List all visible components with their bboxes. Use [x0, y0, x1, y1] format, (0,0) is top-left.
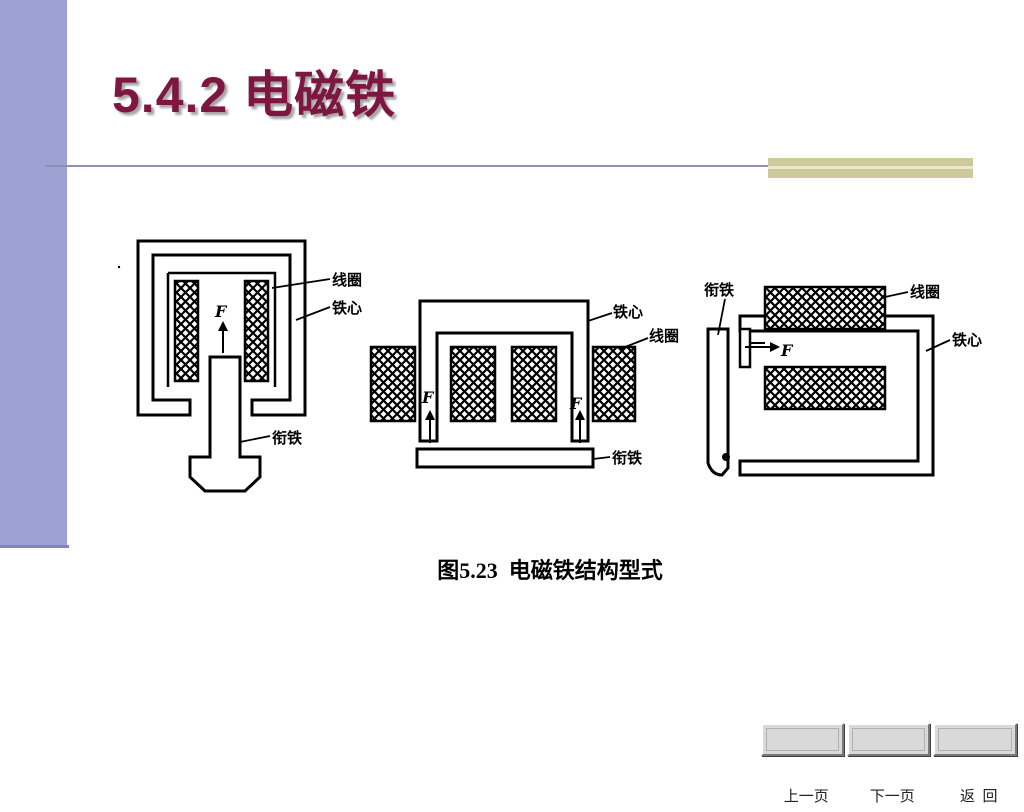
armature-shape	[706, 327, 730, 477]
coil-block	[369, 345, 417, 423]
armature-shape	[188, 355, 262, 493]
back-label: 返 回	[959, 789, 998, 805]
coil-block	[173, 279, 200, 383]
next-page-label: 下一页	[869, 789, 915, 805]
next-page-button[interactable]: 下一页	[847, 723, 930, 805]
left-sidebar-band	[0, 0, 67, 545]
figure-caption: 图5.23 电磁铁结构型式	[437, 558, 663, 583]
coil-block	[449, 345, 497, 423]
prev-page-button[interactable]: 上一页	[761, 723, 844, 805]
coil-block	[591, 345, 637, 423]
back-button[interactable]: 返 回	[933, 723, 1017, 805]
armature-label: 衔铁	[704, 281, 734, 299]
core-shape	[418, 299, 590, 443]
armature-label: 衔铁	[612, 449, 642, 467]
core-label: 铁心	[332, 299, 362, 317]
coil-block	[243, 279, 270, 383]
title-rule	[45, 165, 772, 167]
core-shape	[738, 314, 935, 477]
force-label: F	[780, 341, 794, 360]
slide-title: 5.4.2 电磁铁	[112, 67, 397, 123]
armature-shape	[415, 447, 595, 469]
prev-page-label: 上一页	[783, 789, 829, 805]
title-accent-line	[768, 166, 973, 169]
coil-label: 线圈	[910, 283, 940, 301]
core-label: 铁心	[952, 331, 982, 349]
core-shape	[136, 239, 307, 417]
coil-label: 线圈	[649, 327, 679, 345]
core-label: 铁心	[613, 303, 643, 321]
armature-label: 衔铁	[272, 429, 302, 447]
coil-label: 线圈	[332, 271, 362, 289]
diagram-double-limb-type: F F 铁心 线圈 衔铁	[369, 299, 679, 469]
diagram-plunger-type: F 线圈 铁心 衔铁	[117, 239, 362, 493]
force-label: F	[569, 394, 583, 413]
coil-block	[763, 285, 887, 331]
left-sidebar-edge	[0, 545, 69, 548]
force-label: F	[421, 388, 435, 407]
force-label: F	[214, 302, 228, 321]
electromagnet-figure: F 线圈 铁心 衔铁 F F 铁心 线圈 衔铁	[117, 239, 982, 493]
diagram-clapper-type: F 衔铁 线圈 铁心	[704, 281, 982, 477]
coil-block	[510, 345, 558, 423]
coil-block	[763, 365, 887, 411]
